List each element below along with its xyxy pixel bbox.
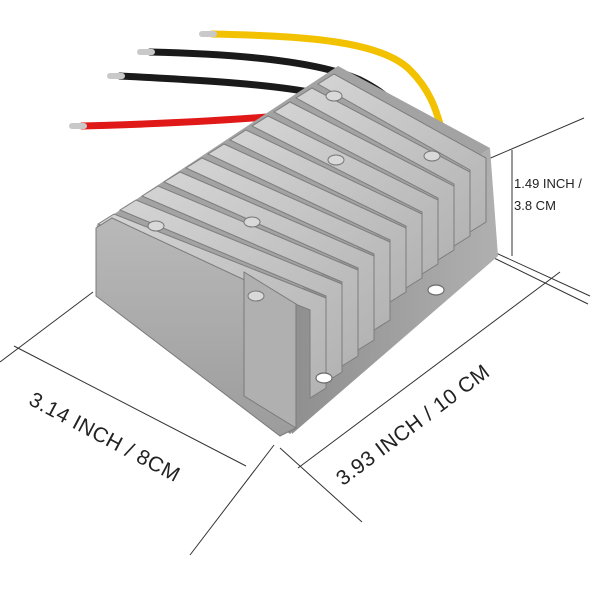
screw-post [247, 290, 265, 302]
length-dim-right-line [493, 257, 589, 305]
width-dim-baseline [13, 345, 247, 467]
screw-posts [147, 90, 441, 302]
screw-post [327, 154, 345, 166]
height-cm-label: 3.8 CM [514, 198, 556, 213]
mounting-hole [427, 284, 445, 296]
front-fin-edge [243, 271, 297, 429]
height-dim-bottom-line [495, 252, 591, 297]
height-inch-label: 1.49 INCH / [514, 176, 582, 191]
width-dim-right-line [189, 444, 275, 556]
screw-post [325, 90, 343, 102]
dimension-lines [0, 117, 591, 556]
height-dim-top-line [485, 117, 585, 161]
yellow-wire [208, 30, 444, 128]
length-dim-baseline [297, 271, 561, 469]
length-dim-left-line [279, 447, 363, 523]
mounting-hole [315, 372, 333, 384]
converter-housing [95, 66, 498, 437]
width-dim-left-line [0, 291, 94, 363]
screw-post [147, 220, 165, 232]
screw-post [243, 216, 261, 228]
mounting-holes [315, 284, 445, 384]
screw-post [423, 150, 441, 162]
